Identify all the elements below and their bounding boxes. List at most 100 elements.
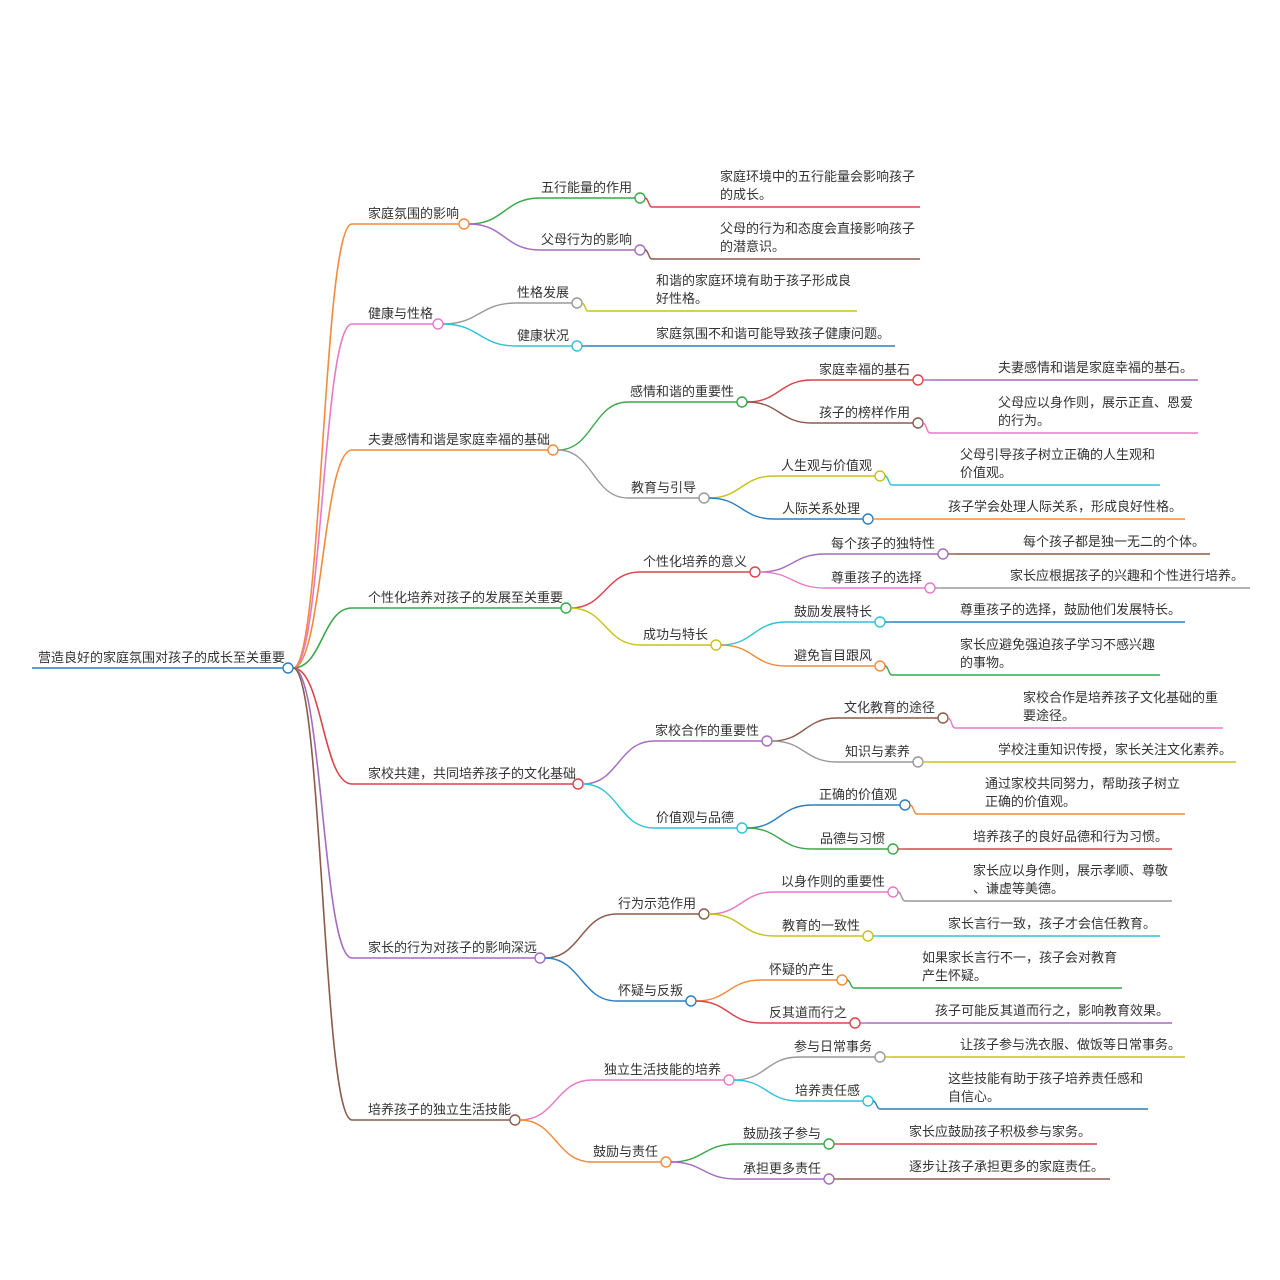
branch-node: 家校共建，共同培养孩子的文化基础 — [368, 766, 576, 782]
detail-node: 正确的价值观 — [819, 787, 897, 803]
detail-node-dot[interactable] — [862, 1095, 874, 1107]
detail-node: 人际关系处理 — [782, 502, 860, 517]
detail-connector — [733, 1079, 800, 1102]
branch-node-dot[interactable] — [509, 1114, 521, 1126]
sub-node: 父母行为的影响 — [541, 232, 632, 248]
leaf-text: 的行为。 — [998, 413, 1050, 429]
sub-connector — [582, 783, 655, 829]
detail-node-dot[interactable] — [823, 1173, 835, 1185]
leaf-text: 家庭环境中的五行能量会影响孩子 — [720, 169, 915, 185]
detail-connector — [733, 1056, 800, 1081]
branch-node: 健康与性格 — [368, 306, 433, 322]
detail-node-dot[interactable] — [937, 548, 949, 560]
leaf-text: 家校合作是培养孩子文化基础的重 — [1023, 690, 1218, 706]
detail-node-dot[interactable] — [874, 1051, 886, 1063]
sub-node-dot[interactable] — [571, 340, 583, 352]
sub-node-dot[interactable] — [698, 492, 710, 504]
sub-node-dot[interactable] — [571, 297, 583, 309]
detail-node-dot[interactable] — [912, 417, 924, 429]
detail-node-dot[interactable] — [887, 843, 899, 855]
detail-connector — [708, 497, 775, 520]
branch-node: 家庭氛围的影响 — [368, 206, 459, 222]
branch-node-dot[interactable] — [560, 602, 572, 614]
sub-node: 个性化培养的意义 — [643, 554, 747, 570]
leaf-text: 学校注重知识传授，家长关注文化素养。 — [998, 742, 1232, 758]
sub-connector — [442, 323, 517, 347]
detail-node-dot[interactable] — [849, 1017, 861, 1029]
branch-node-dot[interactable] — [432, 318, 444, 330]
leaf-text: 如果家长言行不一，孩子会对教育 — [922, 950, 1117, 966]
leaf-text: 、谦虚等美德。 — [973, 881, 1064, 897]
leaf-text: 家庭氛围不和谐可能导致孩子健康问题。 — [656, 326, 890, 342]
leaf-connector — [846, 979, 855, 989]
sub-node-dot[interactable] — [761, 735, 773, 747]
detail-node-dot[interactable] — [862, 513, 874, 525]
detail-connector — [708, 891, 775, 915]
leaf-text: 家长应以身作则，展示孝顺、尊敬 — [973, 863, 1168, 879]
detail-node: 尊重孩子的选择 — [831, 570, 922, 586]
detail-connector — [746, 827, 813, 850]
detail-node: 人生观与价值观 — [781, 458, 872, 474]
branch-connector — [292, 667, 353, 959]
detail-node-dot[interactable] — [937, 712, 949, 724]
detail-connector — [695, 979, 762, 1002]
branch-node: 培养孩子的独立生活技能 — [368, 1102, 511, 1118]
detail-node-dot[interactable] — [887, 886, 899, 898]
leaf-text: 家长应鼓励孩子积极参与家务。 — [909, 1124, 1091, 1140]
sub-node-dot[interactable] — [723, 1074, 735, 1086]
detail-node: 教育的一致性 — [782, 918, 860, 934]
branch-connector — [292, 223, 353, 669]
leaf-text: 家长应根据孩子的兴趣和个性进行培养。 — [1010, 568, 1244, 584]
root-node-dot[interactable] — [282, 662, 294, 674]
detail-node-dot[interactable] — [823, 1138, 835, 1150]
leaf-text: 父母引导孩子树立正确的人生观和 — [960, 447, 1155, 463]
branch-node-dot[interactable] — [572, 778, 584, 790]
leaf-connector — [884, 665, 893, 676]
branch-node-dot[interactable] — [458, 218, 470, 230]
sub-node-dot[interactable] — [736, 396, 748, 408]
sub-connector — [442, 302, 517, 325]
sub-connector — [570, 571, 641, 609]
detail-connector — [670, 1161, 737, 1180]
sub-connector — [468, 223, 541, 251]
branch-connector — [292, 607, 353, 669]
detail-node-dot[interactable] — [912, 756, 924, 768]
detail-node-dot[interactable] — [874, 470, 886, 482]
branch-node: 夫妻感情和谐是家庭幸福的基础 — [368, 432, 550, 448]
detail-node-dot[interactable] — [912, 374, 924, 386]
detail-connector — [759, 571, 826, 589]
sub-connector — [544, 957, 618, 1002]
branch-node-dot[interactable] — [547, 444, 559, 456]
leaf-text: 父母应以身作则，展示正直、恩爱 — [998, 395, 1193, 411]
sub-connector — [544, 913, 618, 959]
detail-node: 以身作则的重要性 — [781, 874, 885, 890]
sub-node-dot[interactable] — [736, 822, 748, 834]
sub-node-dot[interactable] — [660, 1156, 672, 1168]
detail-node-dot[interactable] — [924, 582, 936, 594]
detail-node: 品德与习惯 — [820, 831, 885, 847]
detail-connector — [771, 740, 838, 763]
detail-connector — [708, 913, 775, 937]
leaf-connector — [644, 197, 653, 208]
detail-node-dot[interactable] — [899, 799, 911, 811]
detail-node: 承担更多责任 — [743, 1161, 821, 1177]
detail-node-dot[interactable] — [874, 616, 886, 628]
sub-node-dot[interactable] — [685, 995, 697, 1007]
leaf-text: 要途径。 — [1023, 708, 1075, 724]
sub-node-dot[interactable] — [634, 192, 646, 204]
sub-node-dot[interactable] — [698, 908, 710, 920]
leaf-text: 孩子学会处理人际关系，形成良好性格。 — [948, 499, 1182, 515]
detail-connector — [670, 1143, 737, 1163]
leaf-text: 让孩子参与洗衣服、做饭等日常事务。 — [960, 1037, 1181, 1053]
detail-node-dot[interactable] — [874, 660, 886, 672]
detail-node-dot[interactable] — [836, 974, 848, 986]
sub-node-dot[interactable] — [634, 244, 646, 256]
detail-node: 知识与素养 — [845, 744, 910, 760]
detail-node-dot[interactable] — [862, 930, 874, 942]
sub-node-dot[interactable] — [710, 639, 722, 651]
sub-node: 健康状况 — [517, 328, 569, 344]
branch-node: 家长的行为对孩子的影响深远 — [368, 940, 537, 956]
sub-node: 感情和谐的重要性 — [630, 384, 734, 400]
branch-node-dot[interactable] — [534, 952, 546, 964]
sub-node-dot[interactable] — [749, 566, 761, 578]
